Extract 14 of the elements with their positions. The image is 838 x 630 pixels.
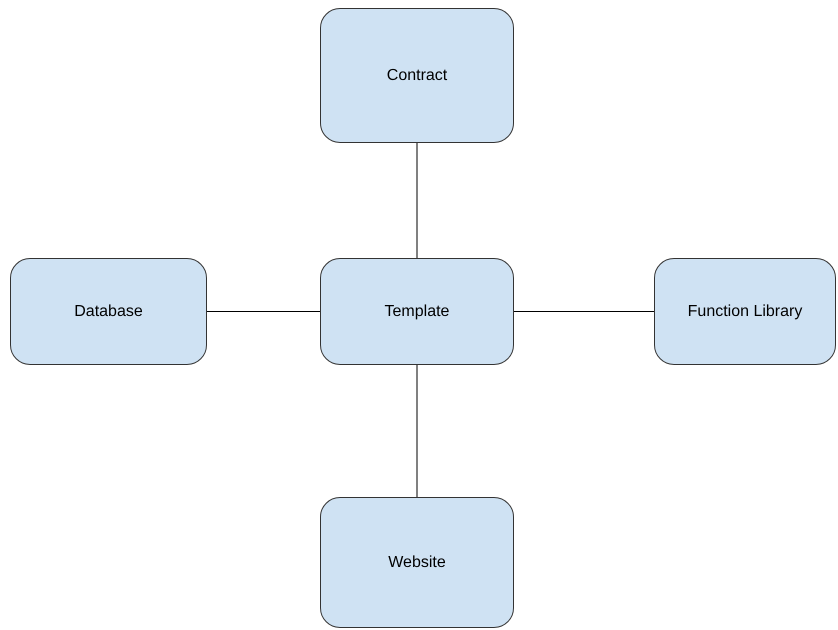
node-label: Website	[388, 554, 446, 572]
rounded-box	[320, 258, 514, 365]
rounded-box	[10, 258, 207, 365]
rounded-box	[320, 497, 514, 628]
connector-line	[416, 142, 418, 258]
connector-line	[206, 311, 320, 312]
node-label: Function Library	[688, 302, 802, 320]
connector-line	[514, 311, 654, 312]
node-label: Contract	[386, 66, 448, 84]
connector-line	[416, 364, 418, 498]
node-label: Template	[384, 302, 450, 320]
rounded-box	[320, 8, 514, 143]
node-label: Database	[74, 302, 143, 320]
rounded-box	[654, 258, 836, 365]
